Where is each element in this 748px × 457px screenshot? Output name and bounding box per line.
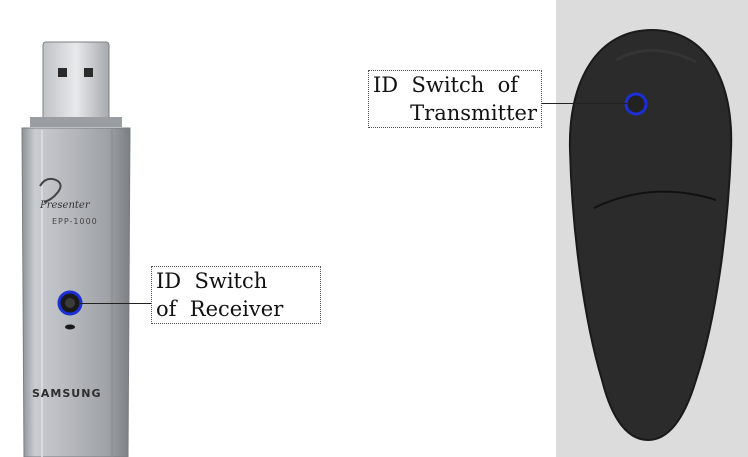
usb-connector <box>42 41 110 121</box>
transmitter-leader-line <box>541 103 627 104</box>
brand-text: SAMSUNG <box>32 387 102 400</box>
receiver-leader-line <box>80 303 152 304</box>
transmitter-callout-line2: Transmitter <box>410 101 537 125</box>
transmitter-body <box>568 28 733 442</box>
usb-receiver-illustration <box>21 41 131 457</box>
device-logo-text: Presenter <box>40 200 90 211</box>
device-model-text: EPP-1000 <box>52 217 98 226</box>
receiver-switch-callout: ID Switch of Receiver <box>151 266 321 324</box>
presenter-logo-icon <box>39 177 62 203</box>
receiver-callout-line2: of Receiver <box>156 297 284 321</box>
transmitter-id-switch <box>624 92 648 116</box>
transmitter-illustration <box>556 0 748 457</box>
receiver-callout-line1: ID Switch <box>156 269 268 293</box>
transmitter-callout-line1: ID Switch of <box>373 73 519 97</box>
transmitter-switch-callout: ID Switch of Transmitter <box>368 70 542 128</box>
